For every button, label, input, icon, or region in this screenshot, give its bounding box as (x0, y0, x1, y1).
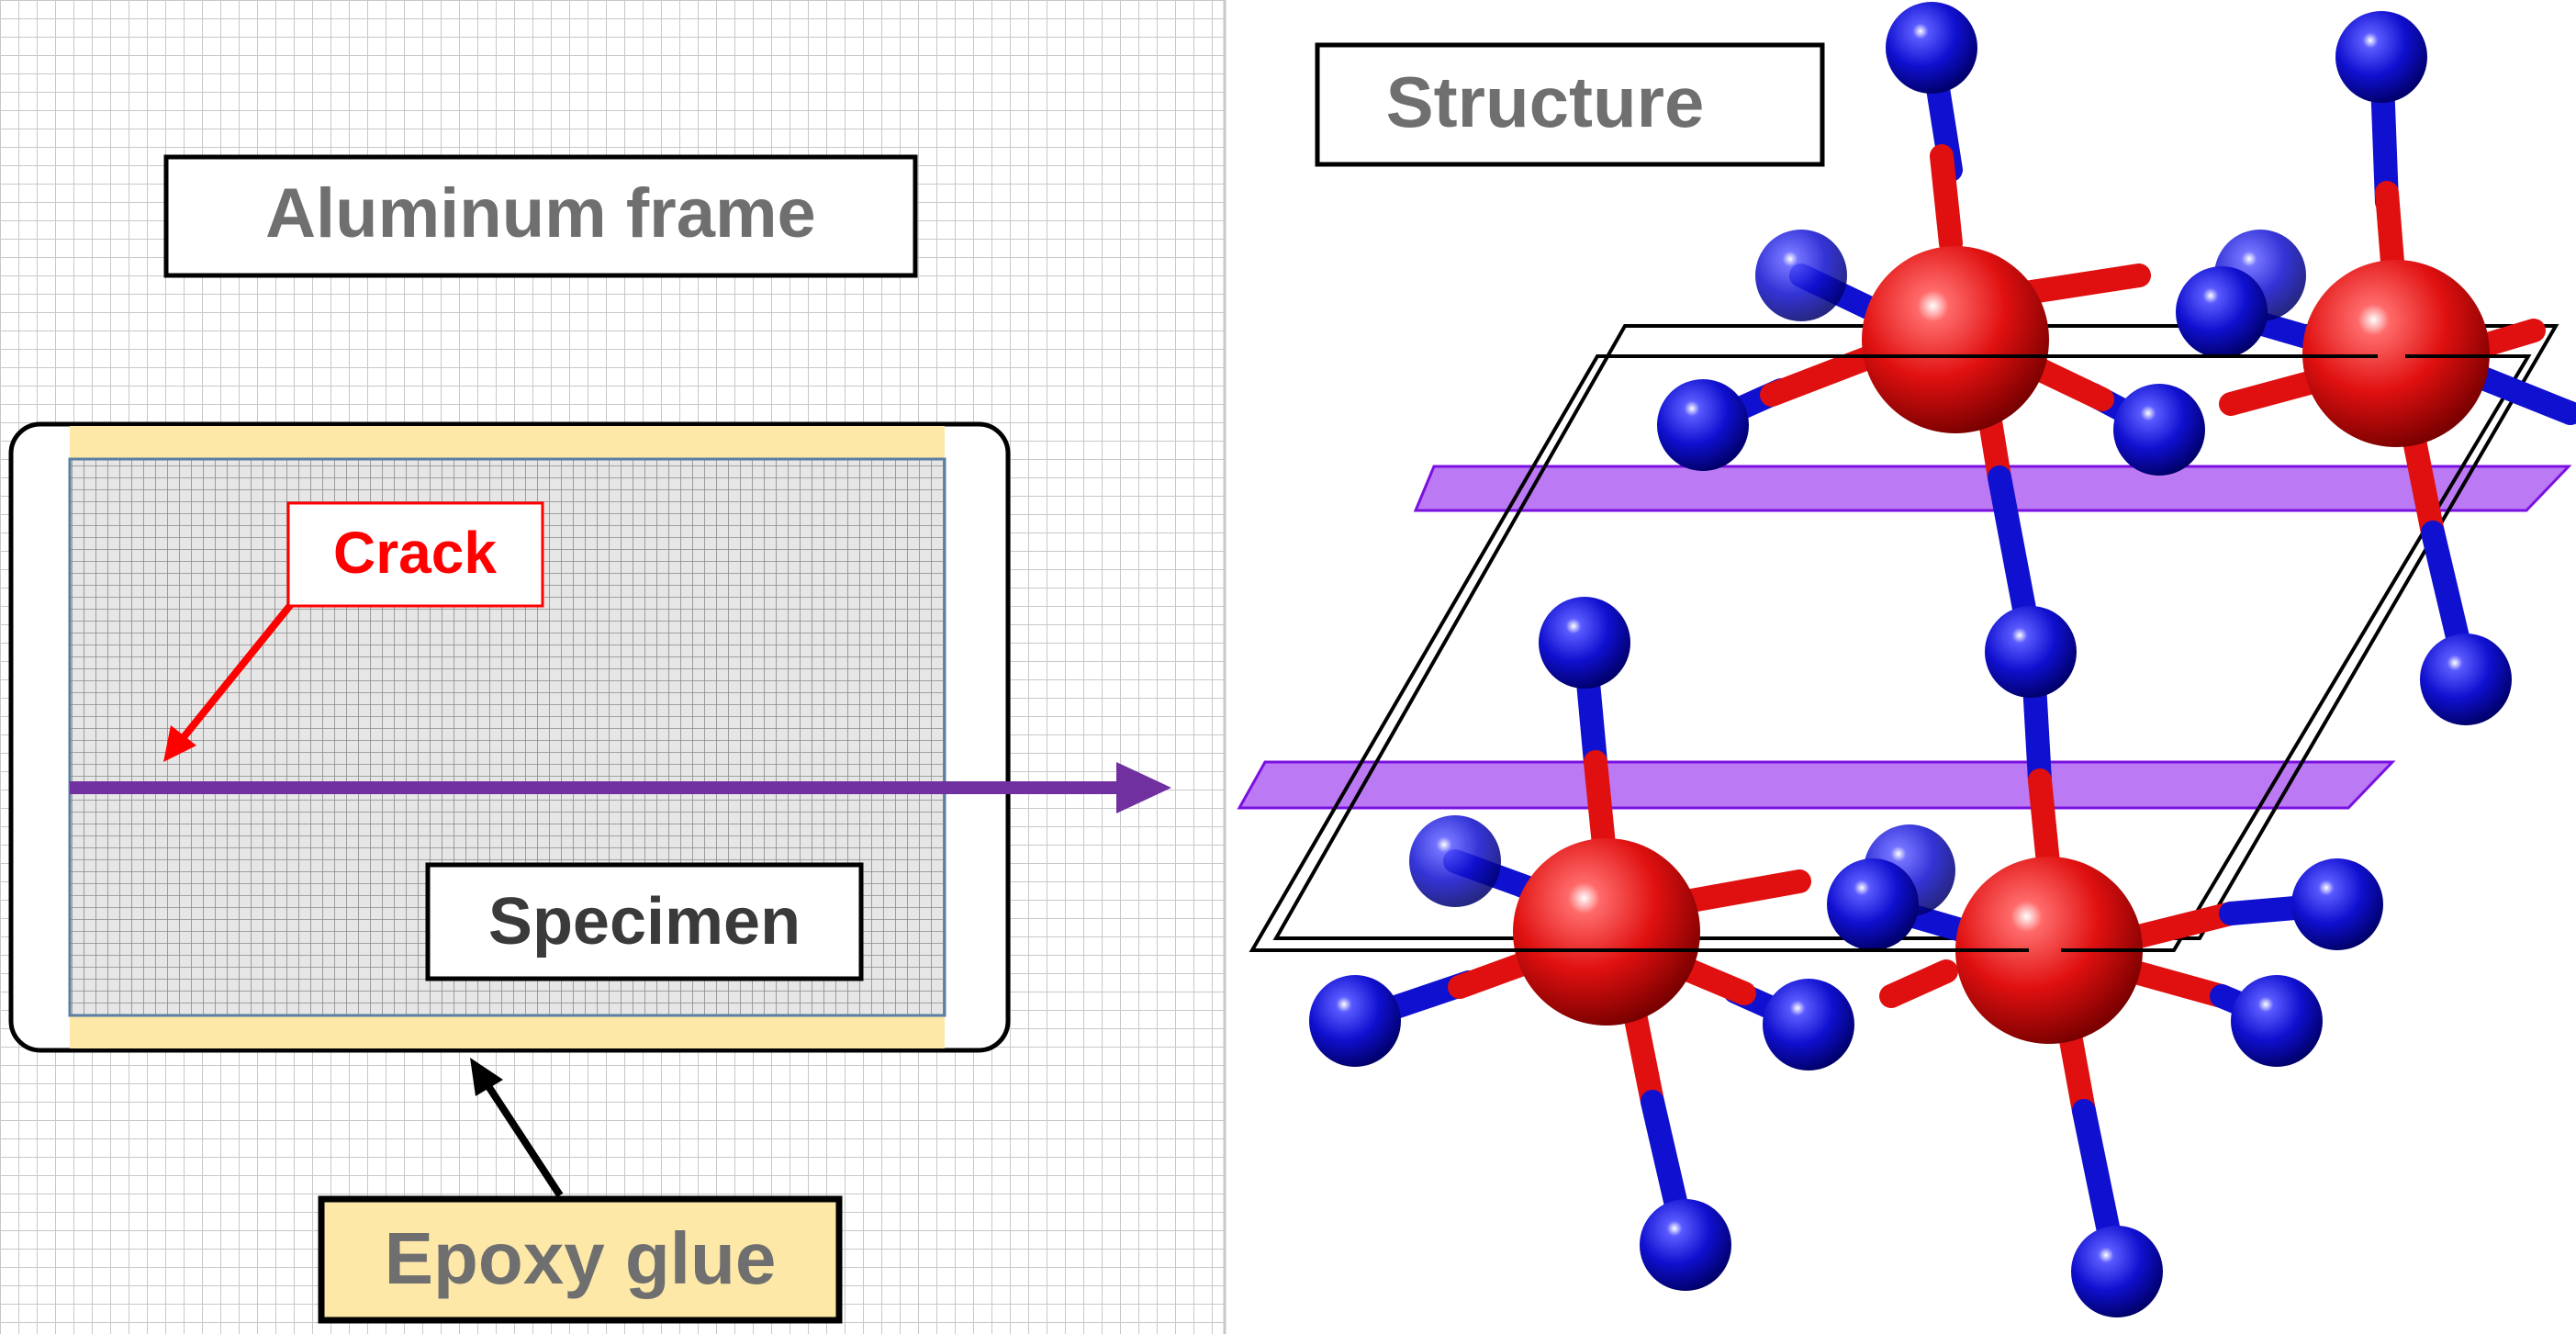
crack-text: Crack (333, 520, 497, 586)
structure-label: Structure (1315, 42, 1825, 167)
back-anions (1409, 230, 2306, 916)
structure-text: Structure (1386, 62, 1705, 142)
crack-arrow-line (176, 600, 296, 745)
crack-label: Crack (286, 501, 544, 608)
specimen-text: Specimen (488, 885, 801, 958)
lattice-plane-lower (1237, 760, 2396, 810)
red-arrow-icon (163, 725, 196, 762)
specimen-label: Specimen (425, 862, 864, 981)
epoxy-glue-top (70, 426, 945, 459)
epoxy-glue-bottom (70, 1015, 945, 1048)
left-panel: Aluminum frame Crack Specimen Epoxy glue (0, 0, 1226, 1334)
purple-arrow-icon (1116, 762, 1171, 813)
bonds (1343, 36, 2576, 1284)
cation-atoms (1513, 246, 2490, 1044)
anion-atoms (1309, 2, 2512, 1317)
aluminum-frame-label: Aluminum frame (163, 154, 918, 278)
right-panel: Structure (1237, 2, 2576, 1317)
unit-cell-front-edges (1252, 354, 2528, 952)
epoxy-glue-text: Epoxy glue (385, 1217, 777, 1299)
glue-arrow-line (483, 1081, 564, 1198)
black-arrow-icon (470, 1058, 503, 1096)
aluminum-frame-text: Aluminum frame (265, 174, 816, 252)
epoxy-glue-label: Epoxy glue (318, 1195, 843, 1324)
